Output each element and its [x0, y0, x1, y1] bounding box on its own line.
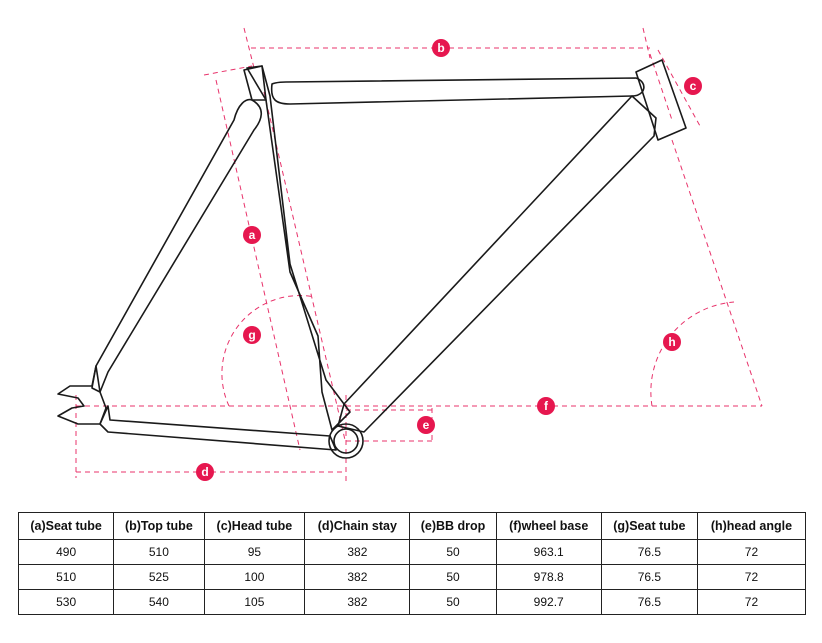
chain-stay — [99, 405, 337, 451]
table-cell: 72 — [696, 539, 807, 565]
table-cell: 76.5 — [600, 539, 698, 565]
table-cell: 105 — [203, 589, 306, 615]
badge-e: e — [417, 416, 435, 434]
table-cell: 50 — [409, 564, 497, 590]
head-tube — [635, 59, 687, 141]
table-cell: 76.5 — [600, 564, 698, 590]
table-cell: 50 — [409, 539, 497, 565]
seat-collar — [243, 65, 267, 101]
table-cell: 72 — [696, 564, 807, 590]
table-row: 490 510 95 382 50 963.1 76.5 72 — [17, 539, 807, 565]
rear-dropout — [57, 365, 107, 425]
badge-a-label: a — [249, 228, 256, 242]
table-cell: 992.7 — [495, 589, 602, 615]
table-row: 510 525 100 382 50 978.8 76.5 72 — [17, 564, 807, 590]
table-cell: 72 — [696, 589, 807, 615]
badge-f: f — [537, 397, 555, 415]
seat-stay — [91, 98, 263, 393]
top-tube — [270, 77, 645, 105]
table-cell: 95 — [203, 539, 306, 565]
table-row: 530 540 105 382 50 992.7 76.5 72 — [17, 589, 807, 615]
down-tube — [337, 95, 657, 433]
table-cell: 382 — [304, 564, 411, 590]
table-cell: 530 — [17, 589, 115, 615]
badge-h: h — [663, 333, 681, 351]
badge-c: c — [684, 77, 702, 95]
bottom-bracket-outer — [328, 423, 364, 459]
geometry-table: (a)Seat tube (b)Top tube (c)Head tube (d… — [17, 512, 807, 615]
badge-d: d — [196, 463, 214, 481]
table-cell: 525 — [113, 564, 205, 590]
table-cell: 510 — [113, 539, 205, 565]
badge-g-label: g — [248, 328, 255, 342]
badge-f-label: f — [544, 399, 549, 413]
badge-h-label: h — [668, 335, 675, 349]
frame-geometry-diagram: a b c d e f g h — [57, 27, 763, 482]
badge-e-label: e — [423, 418, 430, 432]
header-head-tube: (c)Head tube — [203, 512, 306, 540]
bottom-bracket-inner — [333, 428, 359, 454]
table-cell: 50 — [409, 589, 497, 615]
header-head-angle: (h)head angle — [696, 512, 807, 540]
table-cell: 76.5 — [600, 589, 698, 615]
table-cell: 382 — [304, 539, 411, 565]
table-header-row: (a)Seat tube (b)Top tube (c)Head tube (d… — [17, 512, 807, 540]
table-cell: 490 — [17, 539, 115, 565]
table-cell: 963.1 — [495, 539, 602, 565]
badge-d-label: d — [201, 465, 208, 479]
badge-a: a — [243, 226, 261, 244]
table-cell: 382 — [304, 589, 411, 615]
table-cell: 978.8 — [495, 564, 602, 590]
header-wheel-base: (f)wheel base — [495, 512, 602, 540]
seat-tube — [246, 65, 351, 431]
header-chain-stay: (d)Chain stay — [304, 512, 411, 540]
badge-c-label: c — [690, 79, 697, 93]
badge-b: b — [432, 39, 450, 57]
bicycle-frame — [57, 59, 687, 459]
header-seat-tube-angle: (g)Seat tube — [600, 512, 698, 540]
badge-b-label: b — [437, 41, 444, 55]
table-cell: 100 — [203, 564, 306, 590]
header-bb-drop: (e)BB drop — [409, 512, 497, 540]
header-top-tube: (b)Top tube — [113, 512, 205, 540]
header-seat-tube: (a)Seat tube — [17, 512, 115, 540]
table-cell: 510 — [17, 564, 115, 590]
table-cell: 540 — [113, 589, 205, 615]
badge-g: g — [243, 326, 261, 344]
